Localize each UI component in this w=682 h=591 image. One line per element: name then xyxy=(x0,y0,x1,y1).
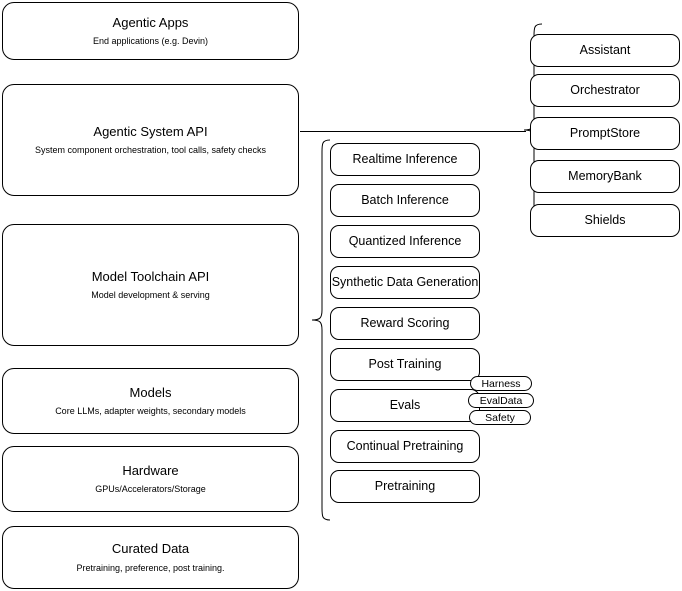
layer-subtitle: End applications (e.g. Devin) xyxy=(92,36,209,46)
layer-agentic-system-api[interactable]: Agentic System API System component orch… xyxy=(2,84,299,196)
layer-title: Curated Data xyxy=(111,541,190,557)
connector-system-api-to-components xyxy=(300,131,526,132)
chip-label: Post Training xyxy=(368,356,442,371)
pill-label: Harness xyxy=(481,377,521,390)
toolchain-synthetic-data-generation[interactable]: Synthetic Data Generation xyxy=(330,266,480,299)
layer-model-toolchain-api[interactable]: Model Toolchain API Model development & … xyxy=(2,224,299,346)
system-component-memorybank[interactable]: MemoryBank xyxy=(530,160,680,193)
chip-label: Assistant xyxy=(579,42,631,57)
chip-label: Shields xyxy=(584,212,626,227)
layer-title: Agentic System API xyxy=(93,123,208,139)
chip-label: Realtime Inference xyxy=(352,151,458,166)
toolchain-realtime-inference[interactable]: Realtime Inference xyxy=(330,143,480,176)
toolchain-continual-pretraining[interactable]: Continual Pretraining xyxy=(330,430,480,463)
chip-label: Orchestrator xyxy=(570,82,640,97)
layer-curated-data[interactable]: Curated Data Pretraining, preference, po… xyxy=(2,526,299,589)
layer-subtitle: Core LLMs, adapter weights, secondary mo… xyxy=(55,406,246,416)
eval-badge-safety[interactable]: Safety xyxy=(469,410,531,425)
layer-subtitle: Pretraining, preference, post training. xyxy=(76,562,225,573)
chip-label: MemoryBank xyxy=(568,168,642,183)
pill-label: Safety xyxy=(485,411,515,424)
layer-title: Models xyxy=(129,384,172,400)
system-component-assistant[interactable]: Assistant xyxy=(530,34,680,67)
chip-label: Continual Pretraining xyxy=(346,438,464,453)
layer-models[interactable]: Models Core LLMs, adapter weights, secon… xyxy=(2,368,299,434)
toolchain-reward-scoring[interactable]: Reward Scoring xyxy=(330,307,480,340)
eval-badge-harness[interactable]: Harness xyxy=(470,376,532,391)
layer-hardware[interactable]: Hardware GPUs/Accelerators/Storage xyxy=(2,446,299,512)
layer-title: Hardware xyxy=(122,462,179,478)
chip-label: PromptStore xyxy=(569,125,641,140)
layer-subtitle: Model development & serving xyxy=(91,290,210,300)
toolchain-evals[interactable]: Evals xyxy=(330,389,480,422)
layer-agentic-apps[interactable]: Agentic Apps End applications (e.g. Devi… xyxy=(2,2,299,60)
chip-label: Batch Inference xyxy=(361,192,449,207)
toolchain-batch-inference[interactable]: Batch Inference xyxy=(330,184,480,217)
system-component-shields[interactable]: Shields xyxy=(530,204,680,237)
pill-label: EvalData xyxy=(479,394,523,407)
eval-badge-evaldata[interactable]: EvalData xyxy=(468,393,534,408)
layer-subtitle: GPUs/Accelerators/Storage xyxy=(95,484,206,494)
layer-subtitle: System component orchestration, tool cal… xyxy=(34,145,267,155)
toolchain-post-training[interactable]: Post Training xyxy=(330,348,480,381)
chip-label: Synthetic Data Generation xyxy=(331,274,479,289)
chip-label: Quantized Inference xyxy=(348,233,462,248)
system-component-orchestrator[interactable]: Orchestrator xyxy=(530,74,680,107)
chip-label: Reward Scoring xyxy=(360,315,450,330)
chip-label: Evals xyxy=(389,397,421,412)
brace-toolchain xyxy=(311,139,331,521)
toolchain-pretraining[interactable]: Pretraining xyxy=(330,470,480,503)
chip-label: Pretraining xyxy=(374,478,436,493)
layer-title: Agentic Apps xyxy=(112,14,189,30)
layer-title: Model Toolchain API xyxy=(91,268,210,284)
toolchain-quantized-inference[interactable]: Quantized Inference xyxy=(330,225,480,258)
system-component-promptstore[interactable]: PromptStore xyxy=(530,117,680,150)
